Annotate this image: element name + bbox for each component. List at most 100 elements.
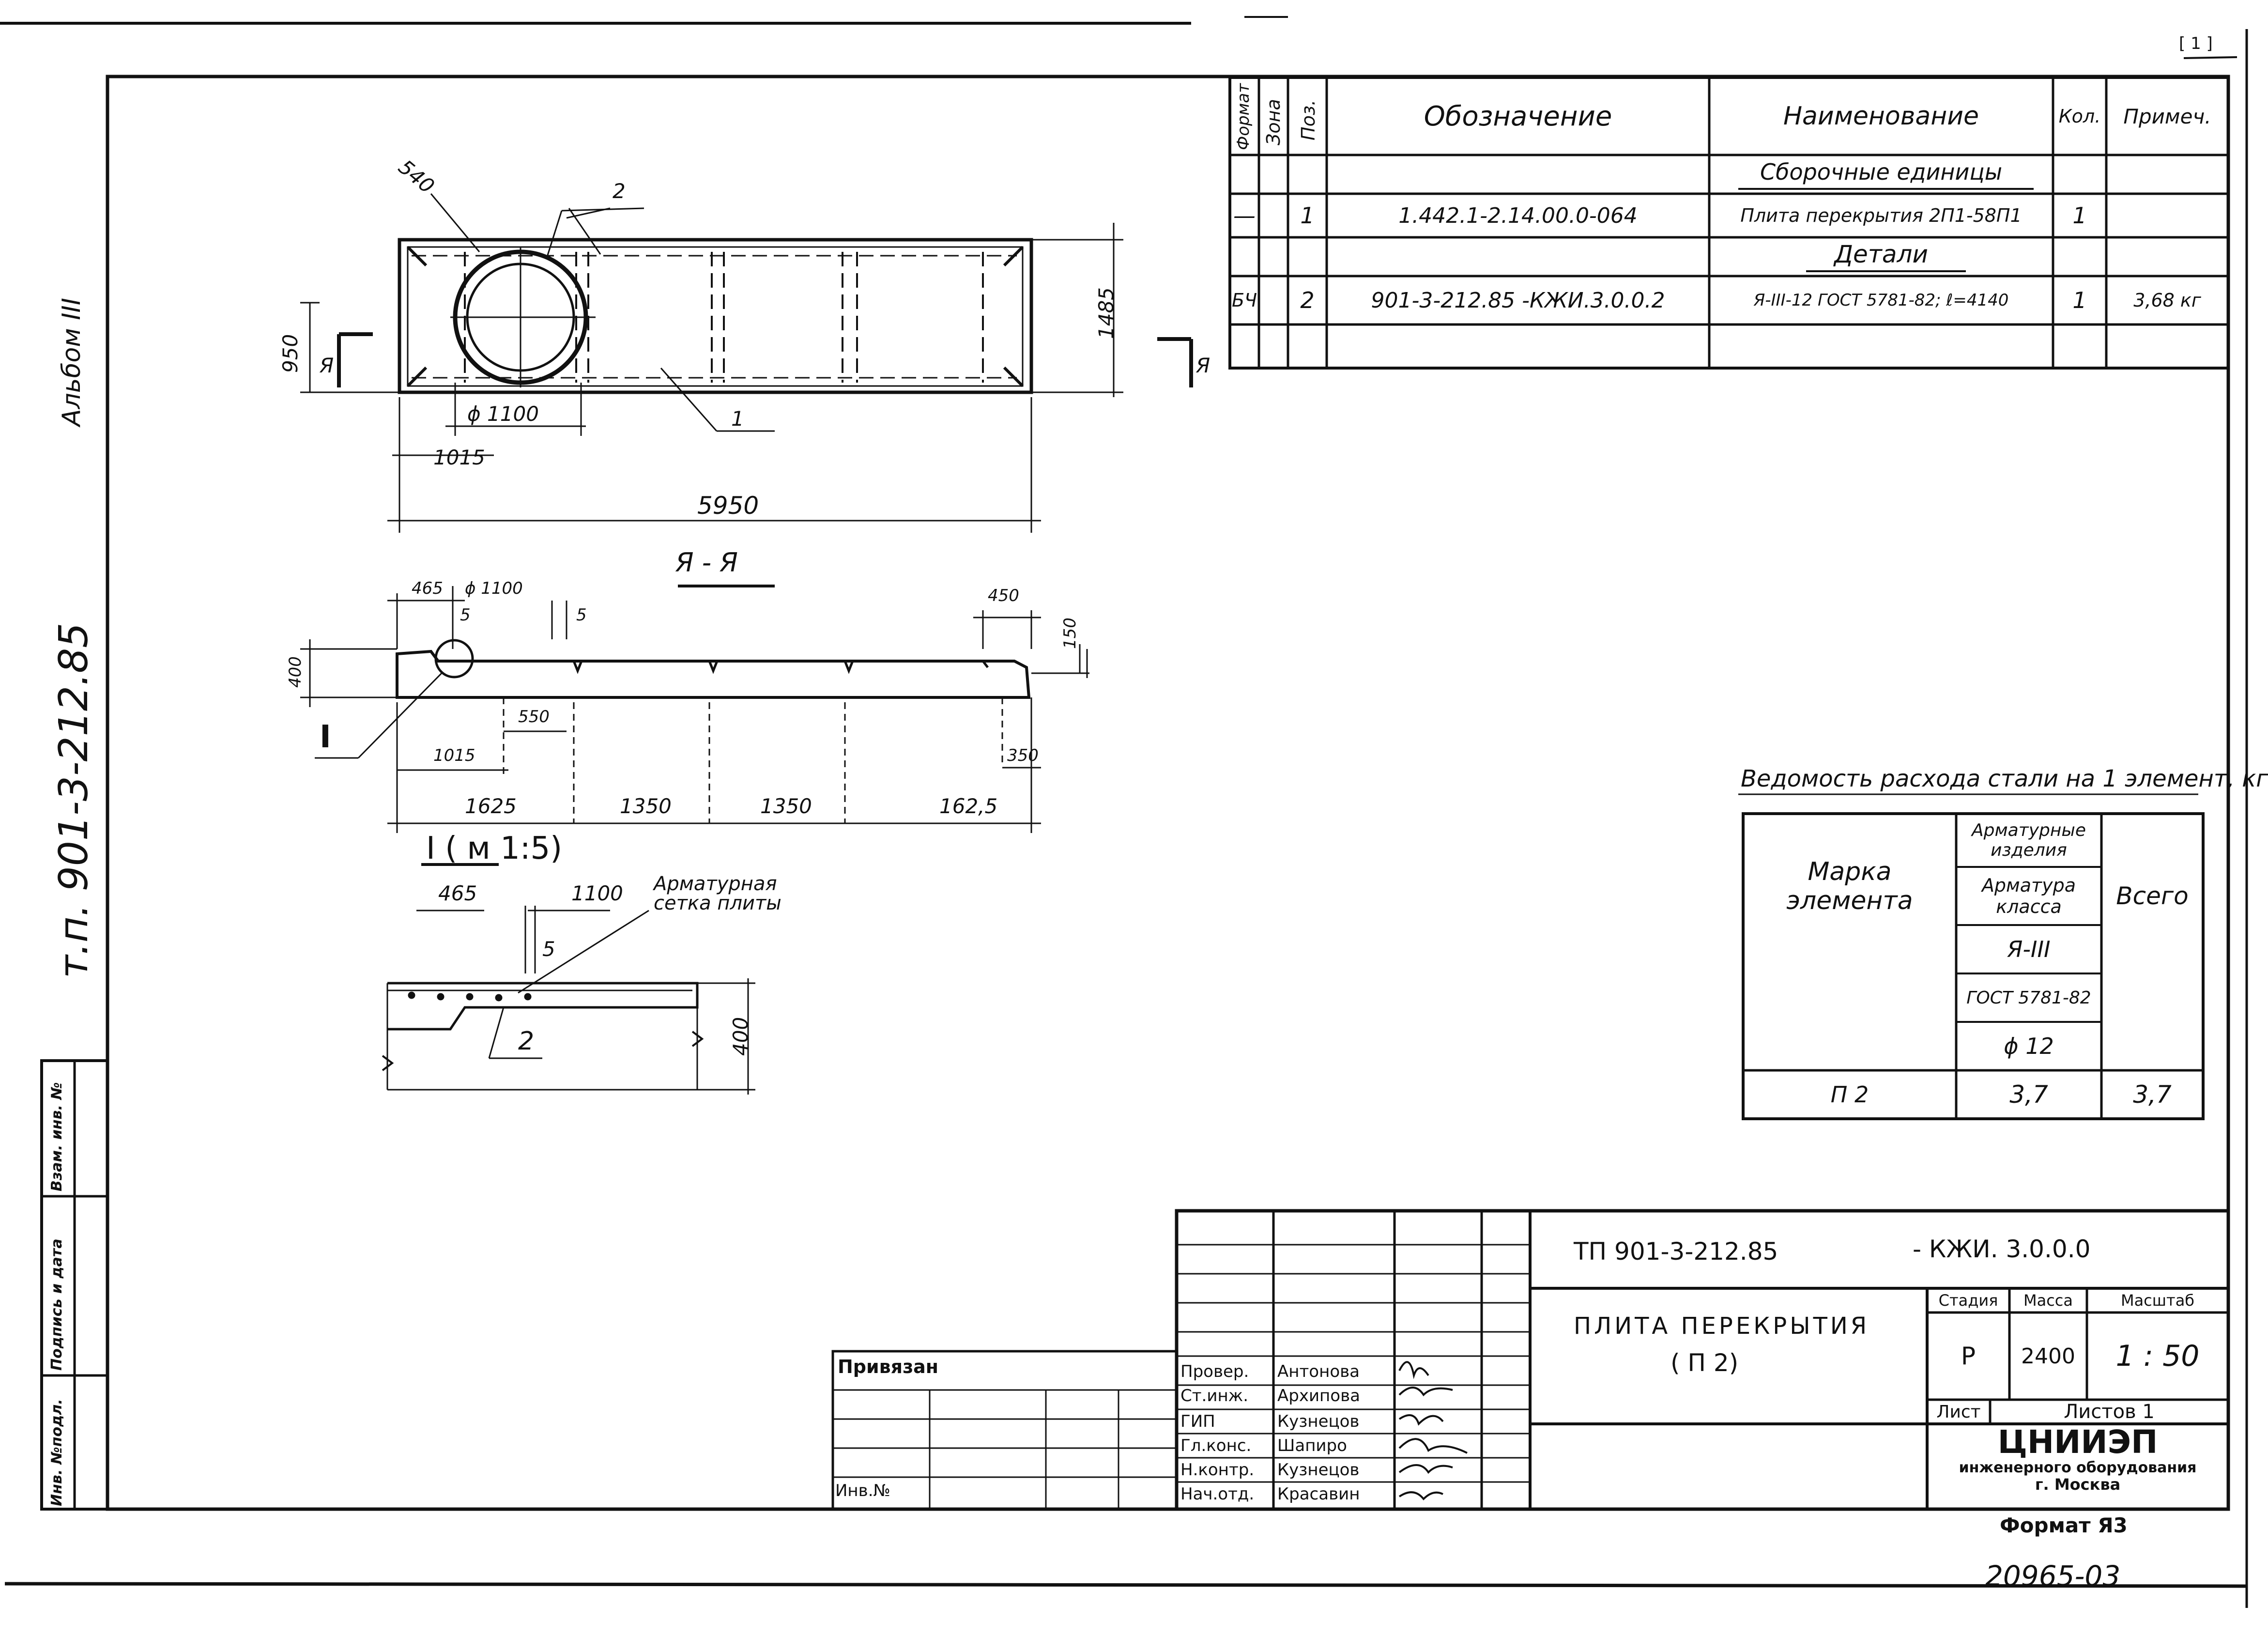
spec-row2-name: Я-III-12 ГОСТ 5781-82; ℓ=4140 xyxy=(1753,291,2009,310)
spec-row1-pos: 1 xyxy=(1300,202,1315,229)
plan-cut-left: Я xyxy=(320,354,334,377)
section-dim-150: 150 xyxy=(1060,618,1080,649)
section-aa xyxy=(300,585,1089,866)
plan-dim-1015: 1015 xyxy=(433,446,485,469)
section-title: Я - Я xyxy=(675,547,738,578)
stamp-name-2: Кузнецов xyxy=(1277,1412,1360,1431)
steel-row-total: 3,7 xyxy=(2133,1081,2172,1109)
spec-row1-name: Плита перекрытия 2П1-58П1 xyxy=(1740,205,2022,226)
stamp-org2: инженерного оборудования xyxy=(1959,1459,2197,1476)
detail-title: I ( м 1:5) xyxy=(426,831,563,866)
steel-col-group: Арматурные изделия xyxy=(1972,820,2086,860)
detail-pos-2: 2 xyxy=(518,1027,535,1056)
spec-header-designation: Обозначение xyxy=(1424,100,1612,132)
spec-header-format: Формат xyxy=(1234,83,1253,150)
plan-view xyxy=(300,193,1193,533)
spec-header-qty: Кол. xyxy=(2058,106,2101,127)
steel-title: Ведомость расхода стали на 1 элемент, кг… xyxy=(1741,765,2268,792)
stamp-name-0: Антонова xyxy=(1277,1362,1360,1381)
section-dim-1625: 1625 xyxy=(465,794,517,818)
stamp-title1: ПЛИТА ПЕРЕКРЫТИЯ xyxy=(1574,1312,1870,1340)
plan-dim-5950: 5950 xyxy=(697,492,759,520)
side-inv-orig: Инв. №подл. xyxy=(48,1399,65,1506)
plan-dim-1100: ϕ 1100 xyxy=(467,402,539,426)
stamp-name-4: Кузнецов xyxy=(1277,1460,1360,1480)
detail-i xyxy=(382,906,755,1095)
spec-header-zone: Зона xyxy=(1263,99,1284,145)
plan-pos-2: 2 xyxy=(613,179,626,203)
corner-mark: [ 1 ] xyxy=(2179,34,2213,53)
side-sign-date: Подпись и дата xyxy=(48,1238,65,1371)
section-label-i: I xyxy=(320,719,331,755)
stamp-name-3: Шапиро xyxy=(1277,1436,1347,1455)
spec-row1-note xyxy=(2106,194,2228,237)
section-dim-5b: 5 xyxy=(576,605,587,625)
section-dim-1350a: 1350 xyxy=(620,794,672,818)
spec-row2-pos: 2 xyxy=(1300,287,1315,313)
detail-dim-1100: 1100 xyxy=(571,881,623,905)
section-dim-550: 550 xyxy=(518,707,550,726)
stamp-role-3: Гл.конс. xyxy=(1180,1436,1252,1455)
stamp-title2: ( П 2) xyxy=(1670,1349,1739,1377)
format-label: Формат Я3 xyxy=(2000,1513,2128,1537)
spec-row1-qty: 1 xyxy=(2072,202,2087,229)
plan-dim-950: 950 xyxy=(278,334,302,373)
stamp-stage-header: Стадия xyxy=(1938,1291,1998,1310)
plan-cut-right: Я xyxy=(1196,354,1211,377)
stamp-name-5: Красавин xyxy=(1277,1484,1360,1504)
detail-callout: Арматурная сетка плиты xyxy=(654,873,782,914)
stamp-role-5: Нач.отд. xyxy=(1180,1484,1255,1504)
stamp-code2: - КЖИ. 3.0.0.0 xyxy=(1913,1235,2091,1263)
stamp-sheets: Листов 1 xyxy=(2064,1401,2155,1423)
steel-col-gost: ГОСТ 5781-82 xyxy=(1966,988,2091,1008)
steel-table-lines xyxy=(1738,793,2205,1120)
spec-row1-designation: 1.442.1-2.14.00.0-064 xyxy=(1398,203,1638,228)
spec-row2-format: БЧ xyxy=(1231,290,1257,311)
spec-row2-qty: 1 xyxy=(2072,287,2087,313)
stamp-mass-header: Масса xyxy=(2023,1291,2073,1310)
steel-row-value: 3,7 xyxy=(2009,1081,2048,1109)
stamp-privyazan: Привязан xyxy=(838,1356,939,1377)
spec-header-name: Наименование xyxy=(1783,102,1979,131)
spec-row2-note: 3,68 кг xyxy=(2133,290,2201,311)
stamp-scale-header: Масштаб xyxy=(2120,1291,2195,1310)
section-dim-465: 465 xyxy=(412,579,443,598)
detail-dim-465: 465 xyxy=(438,881,477,905)
detail-dim-5: 5 xyxy=(542,937,555,961)
spec-row1-format: — xyxy=(1233,202,1256,229)
section-dim-5a: 5 xyxy=(460,605,471,625)
section-dim-400: 400 xyxy=(286,656,305,688)
spec-header-note: Примеч. xyxy=(2123,104,2211,128)
section-dim-450: 450 xyxy=(988,586,1019,605)
stamp-org1: ЦНИИЭП xyxy=(1997,1426,2158,1458)
section-dim-1015: 1015 xyxy=(433,746,475,765)
plan-pos-1: 1 xyxy=(731,407,744,431)
steel-col-total: Всего xyxy=(2116,882,2189,910)
stamp-stage: Р xyxy=(1961,1342,1976,1370)
spec-row2-designation: 901-3-212.85 -КЖИ.3.0.0.2 xyxy=(1371,288,1665,313)
stamp-role-4: Н.контр. xyxy=(1180,1460,1255,1480)
detail-dim-400: 400 xyxy=(729,1017,752,1056)
spec-section-assemblies: Сборочные единицы xyxy=(1760,159,2003,185)
stamp-sheet: Лист xyxy=(1936,1402,1981,1422)
stamp-role-2: ГИП xyxy=(1180,1412,1215,1431)
section-dim-350: 350 xyxy=(1007,746,1039,765)
spec-section-details: Детали xyxy=(1834,240,1929,268)
section-dim-1350b: 1350 xyxy=(760,794,812,818)
side-doc-code: т.п. 901-3-212.85 xyxy=(51,622,97,978)
steel-row-mark: П 2 xyxy=(1830,1081,1869,1108)
steel-col-aiii: Я-III xyxy=(2007,936,2051,962)
stamp-name-1: Архипова xyxy=(1277,1386,1360,1405)
spec-table-lines xyxy=(1228,76,2230,370)
stamp-role-1: Ст.инж. xyxy=(1180,1386,1249,1405)
plan-dim-1485: 1485 xyxy=(1094,287,1118,339)
side-inv-vzam: Взам. инв. № xyxy=(48,1082,65,1191)
steel-col-class: Арматура класса xyxy=(1981,875,2076,917)
stamp-role-0: Провер. xyxy=(1180,1362,1249,1381)
title-block-lines xyxy=(831,1209,2230,1511)
steel-col-dia: ϕ 12 xyxy=(2004,1033,2054,1059)
album-label: Альбом III xyxy=(57,297,86,426)
stamp-scale: 1 : 50 xyxy=(2115,1339,2200,1373)
section-dim-1100: ϕ 1100 xyxy=(465,579,523,598)
